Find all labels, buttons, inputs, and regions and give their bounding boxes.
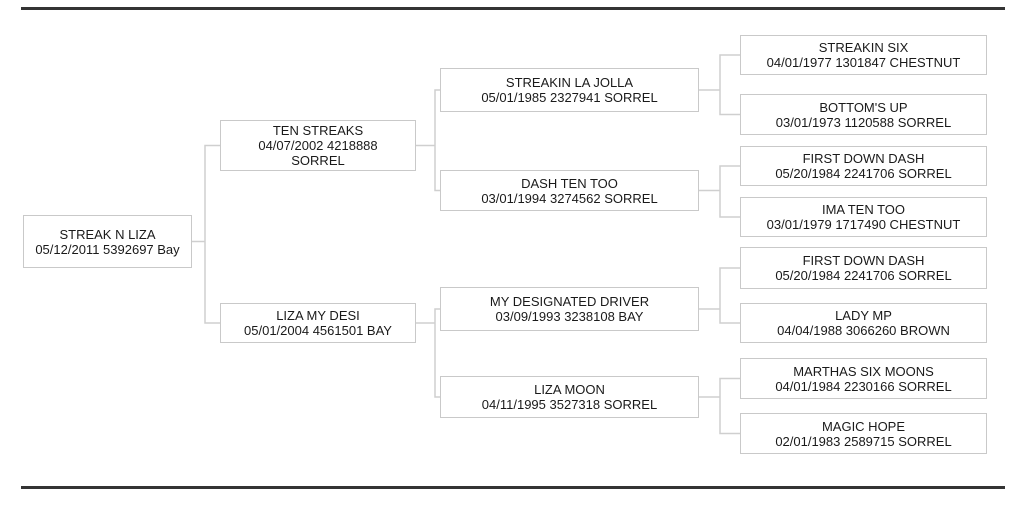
horse-info: 05/20/1984 2241706 SORREL: [775, 166, 952, 181]
horse-info: 03/09/1993 3238108 BAY: [495, 309, 644, 324]
horse-color: SORREL: [291, 153, 345, 168]
connector-liza-moon-parents: [699, 377, 740, 435]
node-dash-ten-too: DASH TEN TOO 03/01/1994 3274562 SORREL: [440, 170, 699, 211]
top-divider: [21, 7, 1005, 10]
horse-info: 03/01/1973 1120588 SORREL: [775, 114, 952, 130]
connector-la-jolla-parents: [699, 54, 740, 116]
connector-dash-ten-too-parents: [699, 165, 740, 218]
horse-info: 05/01/1985 2327941 SORREL: [481, 90, 658, 105]
horse-info: 02/01/1983 2589715 SORREL: [775, 433, 952, 449]
node-bottoms-up: BOTTOM'S UP 03/01/1973 1120588 SORREL: [740, 94, 987, 135]
node-liza-my-desi: LIZA MY DESI 05/01/2004 4561501 BAY: [220, 303, 416, 343]
horse-name: LIZA MY DESI: [276, 308, 360, 323]
horse-name: TEN STREAKS: [272, 123, 364, 138]
node-lady-mp: LADY MP 04/04/1988 3066260 BROWN: [740, 303, 987, 343]
horse-name: BOTTOM'S UP: [819, 99, 908, 115]
horse-info: 04/01/1977 1301847 CHESTNUT: [766, 55, 961, 70]
node-ten-streaks: TEN STREAKS 04/07/2002 4218888 SORREL: [220, 120, 416, 171]
node-streakin-la-jolla: STREAKIN LA JOLLA 05/01/1985 2327941 SOR…: [440, 68, 699, 112]
horse-info: 05/01/2004 4561501 BAY: [244, 323, 392, 338]
node-first-down-dash-1: FIRST DOWN DASH 05/20/1984 2241706 SORRE…: [740, 146, 987, 186]
node-streakin-six: STREAKIN SIX 04/01/1977 1301847 CHESTNUT: [740, 35, 987, 75]
node-marthas-six-moons: MARTHAS SIX MOONS 04/01/1984 2230166 SOR…: [740, 358, 987, 399]
horse-info: 03/01/1994 3274562 SORREL: [481, 190, 658, 206]
horse-name: DASH TEN TOO: [521, 175, 618, 191]
connector-subject-parents: [192, 144, 220, 324]
connector-dam-grandparents: [416, 308, 440, 398]
horse-name: STREAKIN SIX: [818, 40, 909, 55]
horse-info: 05/20/1984 2241706 SORREL: [775, 268, 952, 283]
node-first-down-dash-2: FIRST DOWN DASH 05/20/1984 2241706 SORRE…: [740, 247, 987, 289]
horse-name: IMA TEN TOO: [821, 202, 906, 217]
node-ima-ten-too: IMA TEN TOO 03/01/1979 1717490 CHESTNUT: [740, 197, 987, 237]
horse-info: 04/01/1984 2230166 SORREL: [775, 378, 952, 394]
node-my-designated-driver: MY DESIGNATED DRIVER 03/09/1993 3238108 …: [440, 287, 699, 331]
horse-info: 04/11/1995 3527318 SORREL: [481, 397, 658, 412]
horse-info: 04/07/2002 4218888: [258, 138, 378, 153]
horse-info: 05/12/2011 5392697 Bay: [35, 241, 180, 257]
node-liza-moon: LIZA MOON 04/11/1995 3527318 SORREL: [440, 376, 699, 418]
connector-sire-grandparents: [416, 89, 440, 192]
connector-designated-parents: [699, 267, 740, 324]
horse-name: MAGIC HOPE: [821, 418, 906, 434]
horse-name: FIRST DOWN DASH: [802, 253, 925, 268]
node-magic-hope: MAGIC HOPE 02/01/1983 2589715 SORREL: [740, 413, 987, 454]
horse-name: LADY MP: [835, 308, 892, 323]
bottom-divider: [21, 486, 1005, 489]
horse-name: MY DESIGNATED DRIVER: [489, 294, 650, 309]
horse-name: MARTHAS SIX MOONS: [793, 363, 934, 379]
horse-name: FIRST DOWN DASH: [802, 151, 925, 166]
horse-name: LIZA MOON: [534, 382, 605, 397]
node-streak-n-liza: STREAK N LIZA 05/12/2011 5392697 Bay: [23, 215, 192, 268]
horse-name: STREAK N LIZA: [59, 226, 156, 242]
horse-info: 04/04/1988 3066260 BROWN: [777, 323, 950, 338]
horse-name: STREAKIN LA JOLLA: [505, 75, 634, 90]
horse-info: 03/01/1979 1717490 CHESTNUT: [766, 217, 961, 232]
